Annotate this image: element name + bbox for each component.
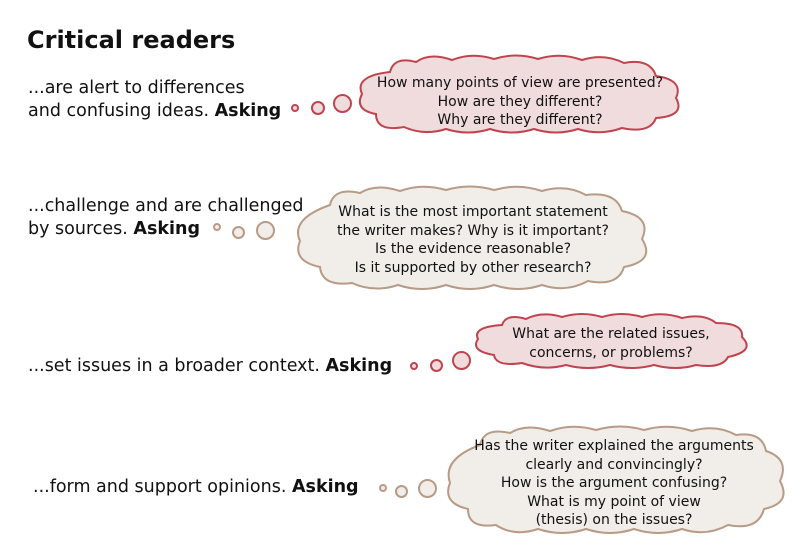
thought-dot: [213, 223, 221, 231]
statement-line: by sources.: [28, 219, 128, 239]
statement-alert: ...are alert to differences and confusin…: [28, 77, 281, 123]
thought-dot: [430, 359, 443, 372]
question: What is my point of view: [527, 493, 701, 510]
question: concerns, or problems?: [529, 344, 693, 361]
cloud-text: What are the related issues, concerns, o…: [476, 325, 746, 362]
statement-context: ...set issues in a broader context. Aski…: [28, 355, 392, 378]
question: Is it supported by other research?: [354, 259, 592, 276]
cloud-shape: [447, 425, 785, 534]
question: How is the argument confusing?: [500, 475, 728, 491]
statement-line: ...challenge and are challenged: [28, 196, 304, 216]
question: How are they different?: [437, 93, 603, 110]
thought-dot: [452, 351, 471, 370]
statement-opinions: ...form and support opinions. Asking: [33, 476, 359, 499]
cloud-shape: [297, 185, 648, 290]
statement-line: ...set issues in a broader context.: [28, 356, 320, 376]
question: clearly and convincingly?: [525, 456, 703, 473]
question: Is the evidence reasonable?: [375, 241, 571, 257]
thought-dot: [410, 362, 418, 370]
statement-line: and confusing ideas.: [28, 101, 210, 121]
cloud-text: How many points of view are presented? H…: [360, 74, 680, 130]
thought-dot: [311, 101, 325, 115]
question: What are the related issues,: [512, 326, 710, 342]
cloud-text: What is the most important statement the…: [296, 203, 650, 277]
statement-challenge: ...challenge and are challenged by sourc…: [28, 195, 304, 241]
page-title: Critical readers: [27, 26, 236, 54]
asking-label: Asking: [133, 219, 200, 239]
thought-dot: [379, 484, 387, 492]
thought-dot: [333, 94, 352, 113]
thought-dot: [395, 485, 408, 498]
statement-line: ...form and support opinions.: [33, 477, 287, 497]
question: (thesis) on the issues?: [535, 512, 693, 528]
cloud-text: Has the writer explained the arguments c…: [448, 437, 780, 530]
cloud-shape: [475, 313, 748, 369]
thought-dot: [232, 226, 245, 239]
asking-label: Asking: [291, 477, 359, 497]
question: How many points of view are presented?: [376, 75, 664, 91]
asking-label: Asking: [214, 101, 282, 121]
question: Why are they different?: [437, 112, 603, 128]
cloud-shape: [358, 54, 680, 134]
question: Has the writer explained the arguments: [474, 438, 754, 454]
thought-dot: [291, 104, 299, 112]
question: the writer makes? Why is it important?: [337, 222, 609, 239]
thought-dot: [256, 221, 275, 240]
question: What is the most important statement: [338, 204, 608, 220]
statement-line: ...are alert to differences: [28, 78, 245, 98]
asking-label: Asking: [325, 356, 393, 376]
thought-dot: [418, 479, 437, 498]
